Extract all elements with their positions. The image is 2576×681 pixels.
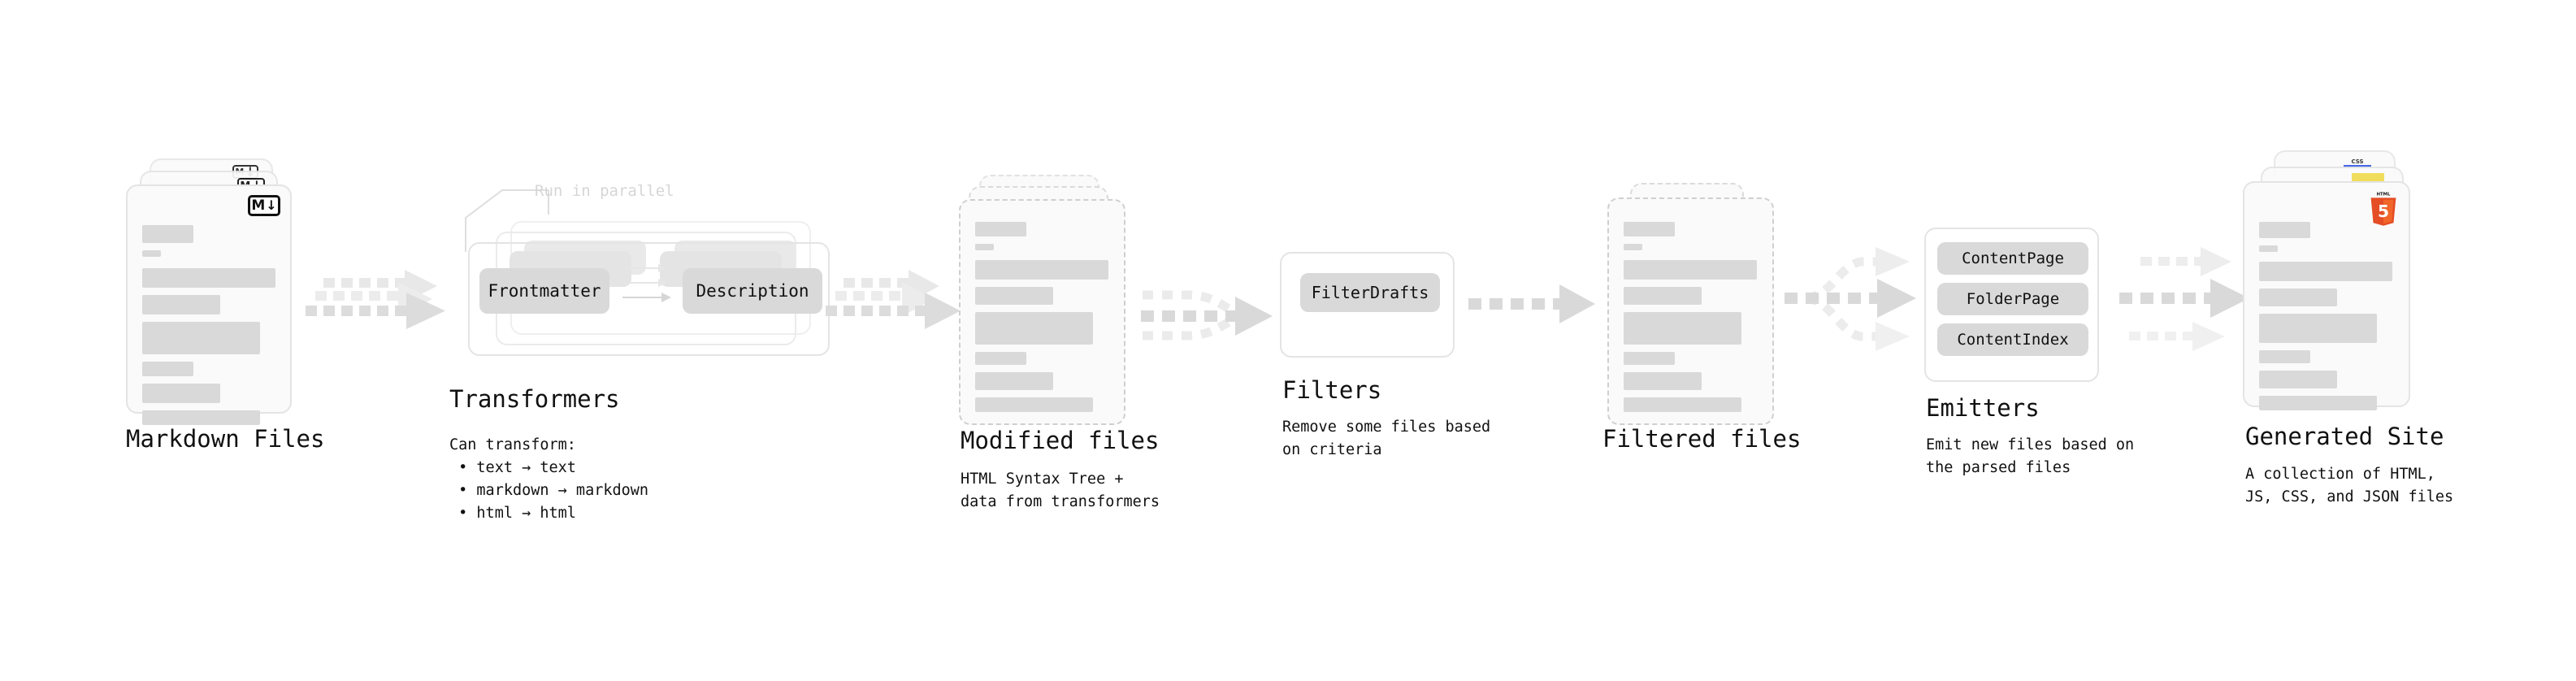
markdown-files-stack: M↓ M↓ M↓ bbox=[122, 158, 309, 425]
filters-box: FilterDrafts bbox=[1280, 252, 1455, 358]
markdown-icon-arrow: ↓ bbox=[266, 197, 277, 213]
placeholder-bar bbox=[975, 222, 1026, 236]
placeholder-bar bbox=[975, 397, 1093, 412]
stage-title-filtered-files: Filtered files bbox=[1602, 425, 1802, 453]
modified-files-stack bbox=[959, 175, 1154, 435]
filtered-file-card-front bbox=[1607, 197, 1774, 425]
emitter-chip-contentpage[interactable]: ContentPage bbox=[1937, 242, 2088, 275]
transformer-chip-frontmatter[interactable]: Frontmatter bbox=[479, 268, 609, 314]
stage-title-filters: Filters bbox=[1282, 376, 1382, 404]
generated-site-stack: CSS HTML 5 bbox=[2243, 150, 2454, 419]
css-icon-label: CSS bbox=[2351, 158, 2364, 165]
stage-title-transformers: Transformers bbox=[449, 385, 620, 413]
run-in-parallel-label: Run in parallel bbox=[535, 182, 674, 200]
placeholder-bar bbox=[1624, 352, 1675, 365]
transformer-inner-arrows-ghost bbox=[622, 264, 666, 287]
stage-title-generated-site: Generated Site bbox=[2245, 423, 2444, 450]
document-placeholder-content bbox=[1624, 222, 1758, 419]
stage-subtitle-transformers: Can transform: • text → text • markdown … bbox=[449, 436, 649, 522]
placeholder-bar bbox=[142, 384, 220, 403]
emitter-chip-contentindex[interactable]: ContentIndex bbox=[1937, 323, 2088, 356]
placeholder-bar bbox=[142, 250, 161, 257]
placeholder-bar bbox=[1624, 260, 1757, 280]
placeholder-bar bbox=[142, 295, 220, 314]
placeholder-bar bbox=[975, 260, 1108, 280]
run-in-parallel-bracket bbox=[465, 189, 549, 252]
placeholder-bar bbox=[975, 352, 1026, 365]
filter-chip-filterdrafts[interactable]: FilterDrafts bbox=[1300, 273, 1440, 312]
placeholder-bar bbox=[2259, 314, 2377, 343]
connector-filtered-to-emitters bbox=[1785, 247, 1916, 351]
connector-filters-to-filtered bbox=[1468, 284, 1595, 323]
html5-icon: HTML 5 bbox=[2370, 192, 2396, 226]
placeholder-bar bbox=[142, 268, 275, 288]
placeholder-bar bbox=[1624, 287, 1702, 305]
stage-subtitle-filters: Remove some files based on criteria bbox=[1282, 419, 1491, 458]
placeholder-bar bbox=[975, 312, 1093, 345]
modified-file-card-front bbox=[959, 199, 1125, 425]
placeholder-bar bbox=[1624, 244, 1642, 250]
placeholder-bar bbox=[2259, 350, 2310, 363]
connector-emitters-to-site bbox=[2119, 247, 2249, 351]
stage-subtitle-modified-files: HTML Syntax Tree + data from transformer… bbox=[961, 471, 1160, 510]
css-icon-bar bbox=[2344, 165, 2371, 167]
placeholder-bar bbox=[1624, 372, 1702, 390]
placeholder-bar bbox=[975, 287, 1053, 305]
html5-icon-number: 5 bbox=[2378, 202, 2389, 221]
filtered-files-stack bbox=[1599, 183, 1794, 443]
placeholder-bar bbox=[2259, 222, 2310, 238]
connector-modified-to-filters bbox=[1141, 290, 1273, 340]
placeholder-bar bbox=[142, 410, 260, 425]
stage-subtitle-generated-site: A collection of HTML, JS, CSS, and JSON … bbox=[2245, 466, 2454, 505]
placeholder-bar bbox=[975, 372, 1053, 390]
transformer-chip-description[interactable]: Description bbox=[683, 268, 822, 314]
placeholder-bar bbox=[1624, 397, 1741, 412]
transformer-inner-arrow bbox=[622, 293, 671, 302]
placeholder-bar bbox=[2259, 396, 2377, 410]
transformers-group: Run in parallel Frontmatter Descr bbox=[447, 182, 830, 358]
document-placeholder-content bbox=[975, 222, 1109, 419]
placeholder-bar bbox=[2259, 262, 2392, 281]
placeholder-bar bbox=[2259, 245, 2278, 252]
document-placeholder-content bbox=[142, 225, 275, 432]
transformer-card-front bbox=[468, 242, 830, 356]
placeholder-bar bbox=[975, 244, 994, 250]
placeholder-bar bbox=[142, 225, 193, 243]
html5-icon-label: HTML bbox=[2377, 192, 2391, 197]
document-placeholder-content bbox=[2259, 222, 2394, 418]
stage-title-modified-files: Modified files bbox=[961, 427, 1160, 454]
stage-title-markdown-files: Markdown Files bbox=[126, 425, 325, 453]
css-icon: CSS bbox=[2344, 158, 2371, 168]
placeholder-bar bbox=[2259, 288, 2337, 306]
placeholder-bar bbox=[2259, 371, 2337, 388]
connector-markdown-to-transformers bbox=[306, 270, 445, 329]
generated-site-card-html: HTML 5 bbox=[2243, 181, 2410, 410]
markdown-icon-letter: M bbox=[251, 197, 266, 214]
emitter-chip-folderpage[interactable]: FolderPage bbox=[1937, 283, 2088, 315]
stage-title-emitters: Emitters bbox=[1926, 394, 2040, 422]
connector-transformers-to-modified bbox=[826, 270, 961, 329]
placeholder-bar bbox=[1624, 312, 1741, 345]
placeholder-bar bbox=[1624, 222, 1675, 236]
placeholder-bar bbox=[142, 322, 260, 354]
markdown-icon: M↓ bbox=[248, 195, 280, 216]
stage-subtitle-emitters: Emit new files based on the parsed files bbox=[1926, 436, 2135, 476]
placeholder-bar bbox=[142, 362, 193, 376]
markdown-file-card-front: M↓ bbox=[126, 184, 292, 425]
emitters-box: ContentPage FolderPage ContentIndex bbox=[1924, 228, 2099, 382]
